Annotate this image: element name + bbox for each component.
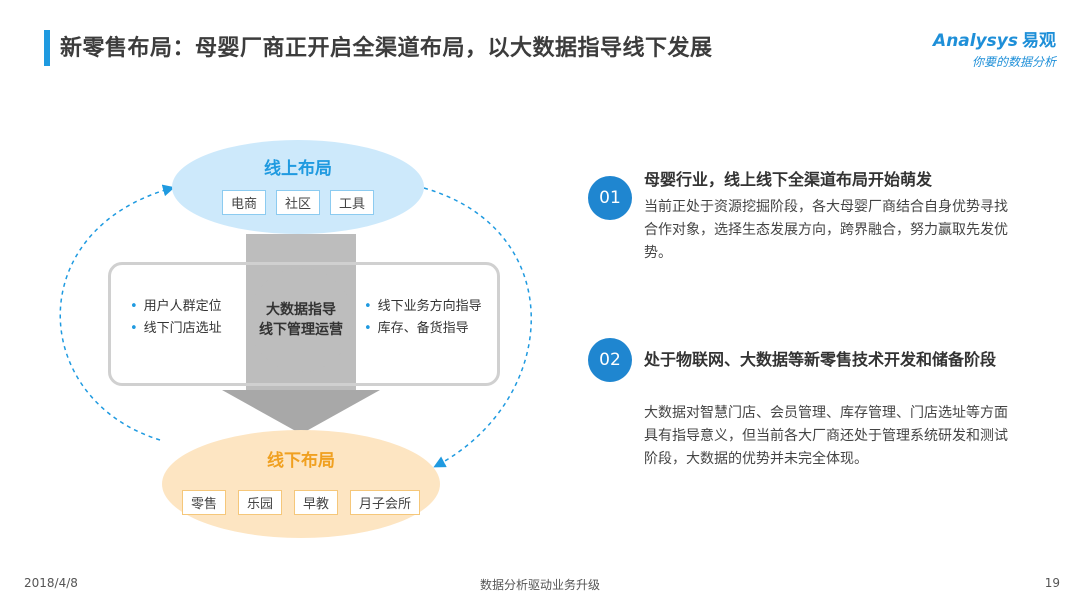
list-item: 线下业务方向指导 — [364, 296, 482, 318]
page-number: 19 — [1044, 576, 1060, 590]
offline-layout-title: 线下布局 — [267, 451, 335, 471]
big-data-box — [108, 262, 500, 386]
point-number-badge: 02 — [588, 338, 632, 382]
online-tag: 社区 — [275, 190, 320, 215]
list-item: 用户人群定位 — [130, 296, 222, 318]
brand-name-cn: 易观 — [1022, 31, 1056, 51]
offline-tag: 零售 — [181, 490, 226, 515]
center-circle: 大数据指导 线下管理运营 — [249, 268, 353, 372]
page-title: 新零售布局：母婴厂商正开启全渠道布局，以大数据指导线下发展 — [60, 36, 713, 61]
online-tag: 工具 — [330, 190, 375, 215]
left-bullet-list: 用户人群定位 线下门店选址 — [130, 296, 222, 340]
online-layout-title: 线上布局 — [264, 159, 332, 179]
point-body: 当前正处于资源挖掘阶段，各大母婴厂商结合自身优势寻找合作对象，选择生态发展方向，… — [644, 199, 1008, 261]
point-number-badge: 01 — [588, 176, 632, 220]
right-bullet-list: 线下业务方向指导 库存、备货指导 — [364, 296, 482, 340]
offline-tag: 月子会所 — [350, 490, 421, 515]
offline-tag: 乐园 — [237, 490, 282, 515]
left-loop-arrow — [59, 184, 175, 441]
online-tags: 电商 社区 工具 — [172, 190, 424, 215]
list-item: 线下门店选址 — [130, 318, 222, 340]
offline-tags: 零售 乐园 早教 月子会所 — [162, 490, 440, 515]
brand-name-en: Analysys — [933, 31, 1018, 51]
down-arrow-head — [222, 390, 380, 434]
brand-slogan: 你要的数据分析 — [971, 55, 1056, 69]
online-tag: 电商 — [221, 190, 266, 215]
title-accent-bar — [44, 30, 50, 66]
list-item: 库存、备货指导 — [364, 318, 482, 340]
point-title: 处于物联网、大数据等新零售技术开发和储备阶段 — [644, 350, 997, 369]
online-layout-ellipse: 线上布局 电商 社区 工具 — [172, 140, 424, 234]
offline-tag: 早教 — [294, 490, 339, 515]
offline-layout-ellipse: 线下布局 零售 乐园 早教 月子会所 — [162, 430, 440, 538]
footer-date: 2018/4/8 — [24, 576, 78, 590]
point-title: 母婴行业，线上线下全渠道布局开始萌发 — [644, 170, 933, 189]
point-body: 大数据对智慧门店、会员管理、库存管理、门店选址等方面具有指导意义，但当前各大厂商… — [644, 405, 1008, 467]
right-loop-arrow — [423, 187, 532, 468]
center-line2: 线下管理运营 — [259, 322, 343, 338]
center-line1: 大数据指导 — [266, 302, 336, 318]
footer-slogan: 数据分析驱动业务升级 — [479, 578, 600, 592]
